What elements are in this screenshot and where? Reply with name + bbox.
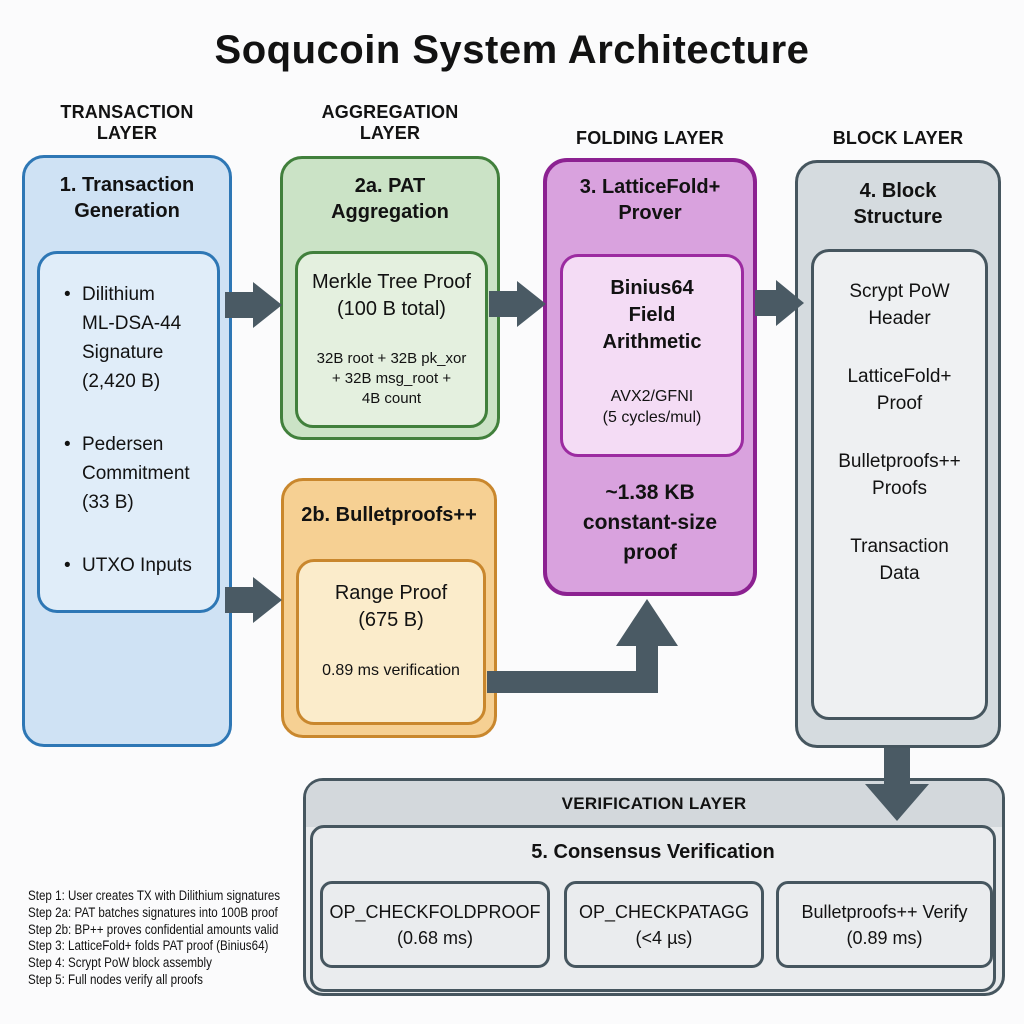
transaction-box-title: 1. Transaction Generation bbox=[59, 174, 195, 222]
layer-header-folding: FOLDING LAYER bbox=[576, 128, 724, 148]
op-checkpatagg-box: OP_CHECKPATAGG (<4 µs) bbox=[564, 881, 764, 968]
layer-header-aggregation: AGGREGATION LAYER bbox=[321, 102, 459, 144]
transaction-item: Dilithium ML-DSA-44 Signature (2,420 B) bbox=[64, 280, 209, 396]
layer-header-transaction: TRANSACTION LAYER bbox=[60, 102, 194, 144]
binius-title: Binius64 Field Arithmetic bbox=[602, 277, 702, 353]
step-item: Step 4: Scrypt PoW block assembly bbox=[28, 955, 212, 971]
binius-detail: AVX2/GFNI (5 cycles/mul) bbox=[602, 388, 702, 426]
block-item: Transaction Data bbox=[850, 536, 949, 584]
range-proof-box: Range Proof (675 B) 0.89 ms verification bbox=[296, 559, 486, 725]
step-item: Step 2b: BP++ proves confidential amount… bbox=[28, 921, 279, 937]
block-box-title: 4. Block Structure bbox=[853, 180, 943, 228]
steps-legend: Step 1: User creates TX with Dilithium s… bbox=[28, 888, 280, 989]
consensus-verification-title: 5. Consensus Verification bbox=[531, 841, 775, 863]
block-item: Bulletproofs++ Proofs bbox=[838, 451, 961, 499]
transaction-item-list: Dilithium ML-DSA-44 Signature (2,420 B) … bbox=[40, 254, 217, 580]
layer-header-block: BLOCK LAYER bbox=[832, 128, 964, 148]
step-item: Step 1: User creates TX with Dilithium s… bbox=[28, 888, 281, 903]
pat-aggregation-box: 2a. PAT Aggregation Merkle Tree Proof (1… bbox=[280, 156, 500, 440]
verification-layer-header: VERIFICATION LAYER bbox=[306, 781, 1002, 827]
arrow-bulletproofs-to-latticefold-icon bbox=[487, 599, 678, 693]
block-contents-box: Scrypt PoW Header LatticeFold+ Proof Bul… bbox=[811, 249, 988, 720]
step-item: Step 2a: PAT batches signatures into 100… bbox=[28, 904, 278, 920]
latticefold-prover-box: 3. LatticeFold+ Prover Binius64 Field Ar… bbox=[543, 158, 757, 596]
latticefold-box-title: 3. LatticeFold+ Prover bbox=[579, 176, 721, 224]
bulletproofs-verify-box: Bulletproofs++ Verify (0.89 ms) bbox=[776, 881, 993, 968]
binius-box: Binius64 Field Arithmetic AVX2/GFNI (5 c… bbox=[560, 254, 744, 457]
step-item: Step 3: LatticeFold+ folds PAT proof (Bi… bbox=[28, 938, 269, 954]
block-item: Scrypt PoW Header bbox=[849, 281, 950, 329]
transaction-item: Pedersen Commitment (33 B) bbox=[64, 430, 209, 517]
diagram-title: Soqucoin System Architecture bbox=[214, 28, 810, 72]
bulletproofs-box: 2b. Bulletproofs++ Range Proof (675 B) 0… bbox=[281, 478, 497, 738]
block-item: LatticeFold+ Proof bbox=[847, 366, 952, 414]
range-proof-title: Range Proof (675 B) bbox=[334, 582, 448, 631]
constant-size-proof-note: ~1.38 KB constant-size proof bbox=[582, 481, 718, 564]
arrow-transaction-to-pat-icon bbox=[225, 282, 282, 328]
merkle-proof-detail: 32B root + 32B pk_xor + 32B msg_root + 4… bbox=[316, 350, 467, 407]
merkle-proof-title: Merkle Tree Proof (100 B total) bbox=[312, 271, 471, 320]
merkle-proof-box: Merkle Tree Proof (100 B total) 32B root… bbox=[295, 251, 488, 428]
op-checkfoldproof-box: OP_CHECKFOLDPROOF (0.68 ms) bbox=[320, 881, 550, 968]
bulletproofs-box-title: 2b. Bulletproofs++ bbox=[301, 504, 477, 526]
block-item-list: Scrypt PoW Header LatticeFold+ Proof Bul… bbox=[814, 252, 985, 587]
verification-layer-box: VERIFICATION LAYER 5. Consensus Verifica… bbox=[303, 778, 1005, 996]
transaction-detail-box: Dilithium ML-DSA-44 Signature (2,420 B) … bbox=[37, 251, 220, 613]
step-item: Step 5: Full nodes verify all proofs bbox=[28, 971, 203, 987]
block-structure-box: 4. Block Structure Scrypt PoW Header Lat… bbox=[795, 160, 1001, 748]
transaction-item: UTXO Inputs bbox=[64, 551, 209, 580]
arrow-transaction-to-bulletproofs-icon bbox=[225, 577, 282, 623]
transaction-generation-box: 1. Transaction Generation Dilithium ML-D… bbox=[22, 155, 232, 747]
range-proof-detail: 0.89 ms verification bbox=[322, 662, 460, 679]
pat-box-title: 2a. PAT Aggregation bbox=[331, 175, 449, 223]
